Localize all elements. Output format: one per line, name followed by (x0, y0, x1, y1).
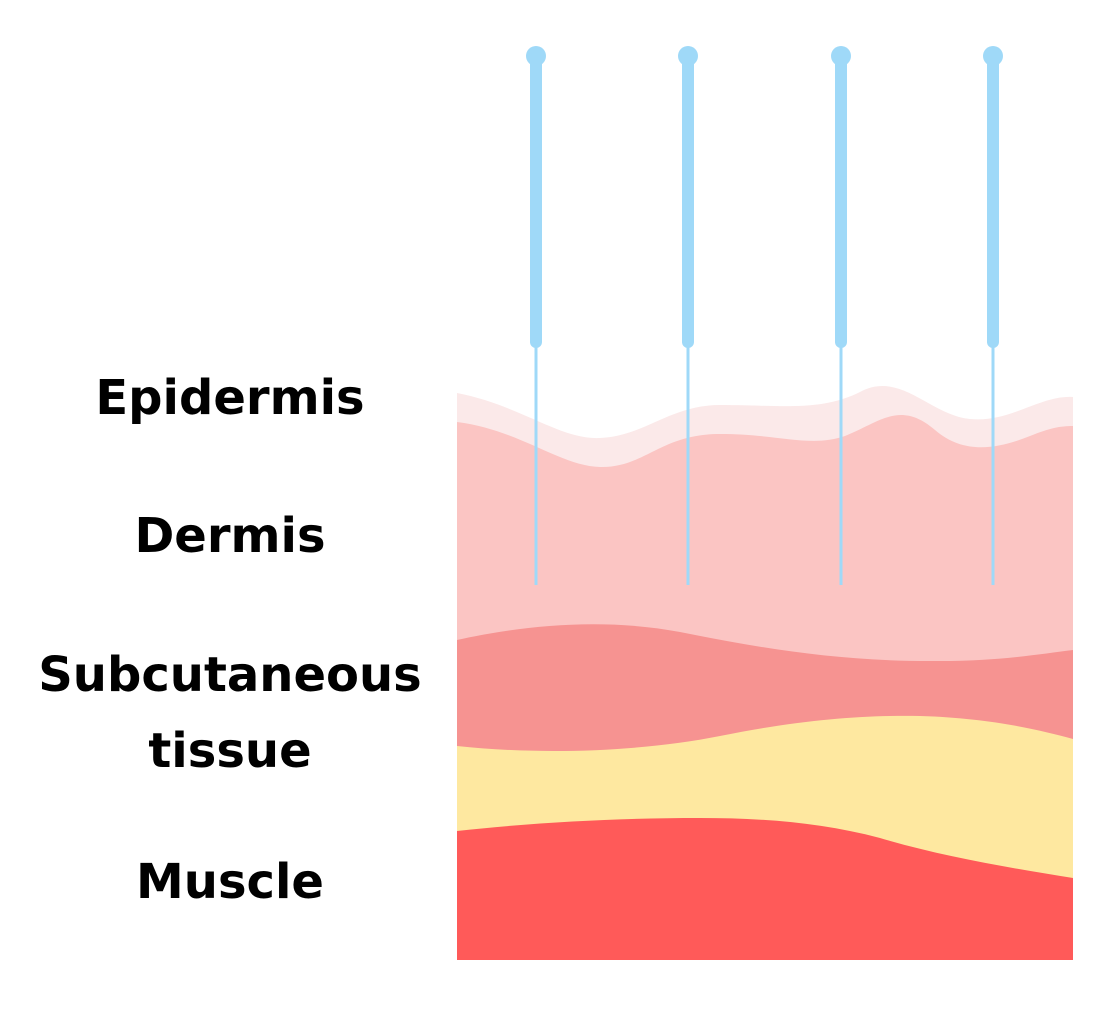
needle (678, 46, 698, 585)
needle-handle (682, 58, 694, 348)
needle-head (831, 46, 851, 66)
needle-head (526, 46, 546, 66)
needle-handle (987, 58, 999, 348)
label-subcutaneous-tissue: Subcutaneous tissue (0, 637, 460, 789)
needle (983, 46, 1003, 585)
needle-head (983, 46, 1003, 66)
label-muscle: Muscle (136, 854, 324, 910)
needle (526, 46, 546, 585)
muscle-layer (457, 818, 1073, 960)
needle-head (678, 46, 698, 66)
label-dermis: Dermis (134, 508, 326, 564)
needle-handle (835, 58, 847, 348)
needle (831, 46, 851, 585)
label-epidermis: Epidermis (95, 370, 365, 426)
needle-handle (530, 58, 542, 348)
label-subcutaneous-text: Subcutaneous tissue (38, 647, 422, 779)
